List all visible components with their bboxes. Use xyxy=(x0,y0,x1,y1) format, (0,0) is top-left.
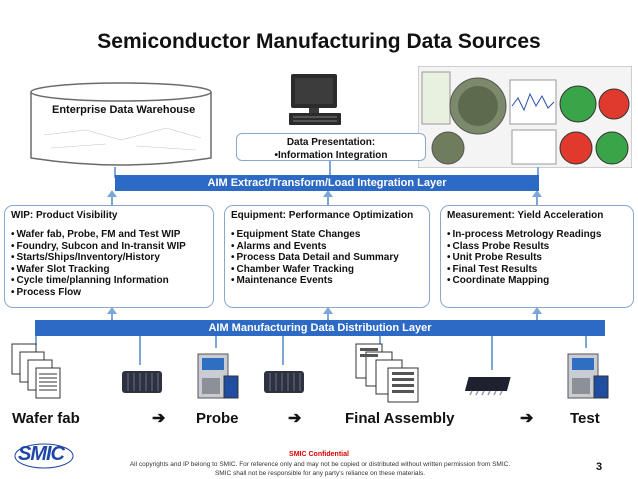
data-warehouse-cylinder xyxy=(30,82,212,166)
computer-monitor-icon xyxy=(289,74,341,125)
list-item: Cycle time/planning Information xyxy=(11,275,207,287)
test-tool-icon xyxy=(567,353,609,399)
logo-text: SMIC xyxy=(18,443,65,465)
list-item: Class Probe Results xyxy=(447,241,627,253)
probe-tool-icon xyxy=(197,353,239,399)
arrow-right-icon: ➔ xyxy=(152,410,166,427)
confidential-label: SMIC Confidential xyxy=(289,451,349,458)
wafer-map-charts-icon xyxy=(418,66,632,168)
documents-stack-icon xyxy=(355,343,419,403)
etl-integration-bar: AIM Extract/Transform/Load Integration L… xyxy=(115,175,539,191)
presentation-item: •Information Integration xyxy=(274,150,388,161)
list-item: Maintenance Events xyxy=(231,275,423,287)
wafer-carrier-icon xyxy=(264,371,304,393)
arrow-right-icon: ➔ xyxy=(520,410,534,427)
list-item: Starts/Ships/Inventory/History xyxy=(11,252,207,264)
arrow-right-icon: ➔ xyxy=(288,410,302,427)
stage-final-assembly: Final Assembly xyxy=(345,410,455,427)
list-item: Unit Probe Results xyxy=(447,252,627,264)
ic-chip-icon xyxy=(464,377,511,396)
stage-test: Test xyxy=(570,410,600,427)
copyright-notice: All copyrights and IP belong to SMIC. Fo… xyxy=(129,461,511,468)
documents-stack-icon xyxy=(11,343,61,399)
data-presentation-box: Data Presentation: •Information Integrat… xyxy=(236,133,426,161)
liability-notice: SMIC shall not be responsible for any pa… xyxy=(214,470,426,477)
list-item: Equipment State Changes xyxy=(231,229,423,241)
list-item: Coordinate Mapping xyxy=(447,275,627,287)
slide-title: Semiconductor Manufacturing Data Sources xyxy=(97,30,541,53)
warehouse-label: Enterprise Data Warehouse xyxy=(52,104,196,116)
equipment-panel: Equipment: Performance Optimization Equi… xyxy=(224,205,430,308)
equipment-panel-title: Equipment: Performance Optimization xyxy=(231,210,414,221)
measurement-panel: Measurement: Yield Acceleration In-proce… xyxy=(440,205,634,308)
wip-panel: WIP: Product Visibility Wafer fab, Probe… xyxy=(4,205,214,308)
list-item: Foundry, Subcon and In-transit WIP xyxy=(11,241,207,253)
list-item: Wafer Slot Tracking xyxy=(11,264,207,276)
stage-probe: Probe xyxy=(196,410,239,427)
list-item: Final Test Results xyxy=(447,264,627,276)
smic-logo xyxy=(14,443,74,469)
list-item: Wafer fab, Probe, FM and Test WIP xyxy=(11,229,207,241)
list-item: Alarms and Events xyxy=(231,241,423,253)
measurement-panel-title: Measurement: Yield Acceleration xyxy=(447,210,604,221)
wafer-carrier-icon xyxy=(122,371,162,393)
wip-panel-title: WIP: Product Visibility xyxy=(11,210,118,221)
list-item: In-process Metrology Readings xyxy=(447,229,627,241)
presentation-title: Data Presentation: xyxy=(286,137,376,148)
list-item: Chamber Wafer Tracking xyxy=(231,264,423,276)
distribution-layer-bar: AIM Manufacturing Data Distribution Laye… xyxy=(35,320,605,336)
page-number: 3 xyxy=(596,461,603,473)
list-item: Process Data Detail and Summary xyxy=(231,252,423,264)
stage-wafer-fab: Wafer fab xyxy=(12,410,80,427)
list-item: Process Flow xyxy=(11,287,207,299)
